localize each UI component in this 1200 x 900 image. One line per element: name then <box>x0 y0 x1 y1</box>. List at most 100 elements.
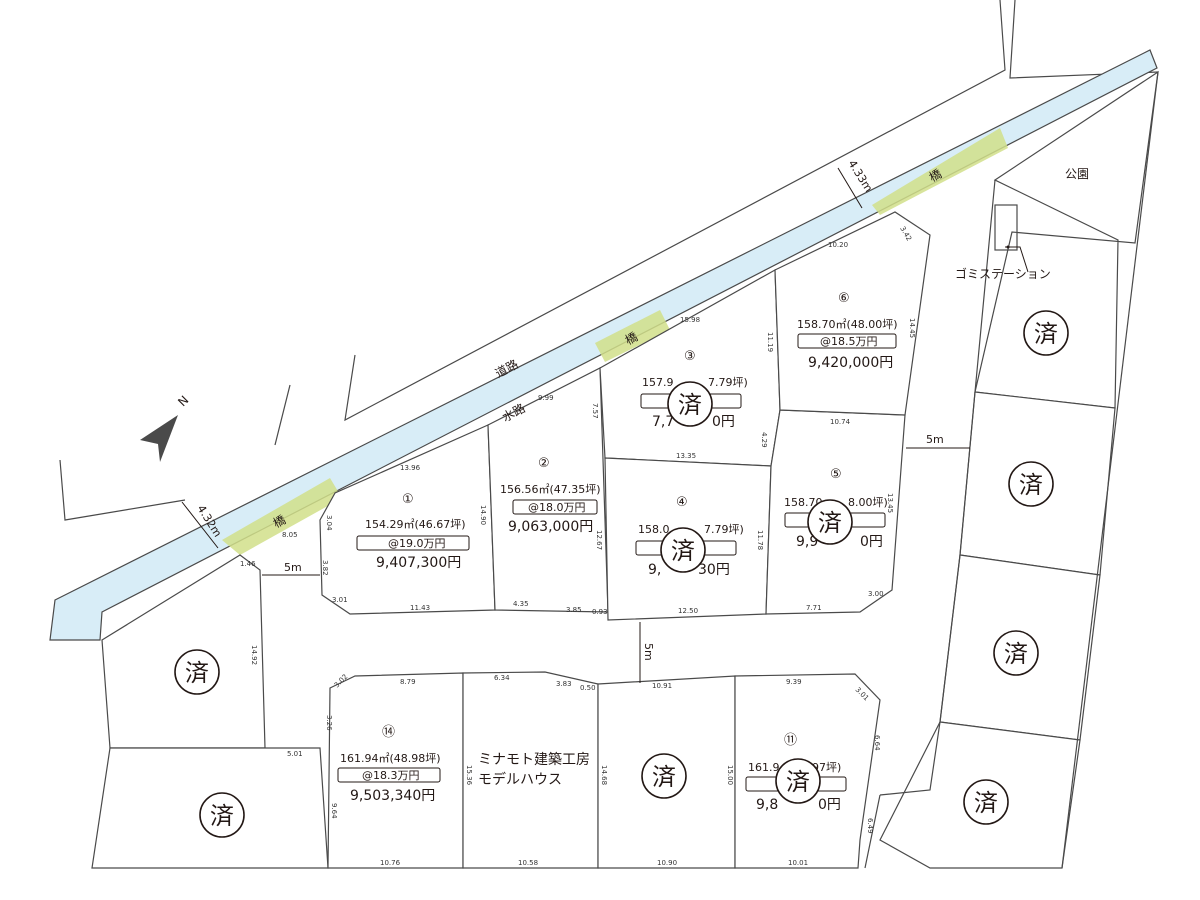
garbage-station-box <box>994 204 1018 251</box>
dimension-labels: 13.96 9.99 15.98 10.20 3.42 14.45 11.19 … <box>240 225 916 867</box>
dimension-label: 8.79 <box>400 678 416 686</box>
lot-number: ⑥ <box>838 291 850 306</box>
gap-west: 5m <box>284 561 302 574</box>
lot-number: ③ <box>684 349 696 364</box>
lot-area-tail: 7.79坪) <box>704 523 744 536</box>
dimension-label: 6.64 <box>873 735 881 751</box>
dimension-label: 12.50 <box>678 607 698 615</box>
sold-mark-icon: 済 <box>1023 310 1069 356</box>
lot-area: 158.0 <box>638 523 670 536</box>
north-arrow-icon: N <box>140 393 191 462</box>
lot-price-head: 7,7 <box>652 414 674 430</box>
lot-number: ⑤ <box>830 467 842 482</box>
dimension-label: 4.35 <box>513 600 529 608</box>
park-label: 公園 <box>1065 167 1089 181</box>
dimension-label: 0.50 <box>580 684 596 692</box>
lot-price: 9,407,300円 <box>376 555 461 571</box>
dimension-label: 5.01 <box>287 750 303 758</box>
dimension-label: 9.39 <box>786 678 802 686</box>
sold-mark-icon: 済 <box>807 499 853 545</box>
lot-1-info: ① 154.29㎡(46.67坪) @19.0万円 9,407,300円 <box>356 492 470 571</box>
lot-area: 161.9 <box>748 761 780 774</box>
lot-west-upper[interactable] <box>101 554 266 749</box>
lot-area: 158.70 <box>784 496 823 509</box>
lot-price-head: 9, <box>648 562 661 578</box>
unit-price: @18.0万円 <box>528 501 586 514</box>
dimension-label: 3.83 <box>556 680 572 688</box>
dimension-label: 15.00 <box>726 765 734 785</box>
lot-east-1[interactable] <box>974 70 1159 409</box>
unit-price-box <box>512 499 598 515</box>
svg-text:済: 済 <box>652 763 676 791</box>
dimension-label: 9.64 <box>330 803 338 819</box>
dimension-label: 15.98 <box>680 316 700 324</box>
dimension-label: 13.35 <box>676 452 696 460</box>
dimension-label: 10.91 <box>652 682 672 690</box>
lot-6-info: ⑥ 158.70㎡(48.00坪) @18.5万円 9,420,000円 <box>797 291 898 371</box>
dimension-label: 3.82 <box>321 560 329 576</box>
sold-mark-icon: 済 <box>660 527 706 573</box>
svg-text:済: 済 <box>1019 471 1043 499</box>
dimension-label: 14.90 <box>479 505 487 525</box>
lot-number: ④ <box>676 495 688 510</box>
dimension-label: 11.19 <box>766 332 774 352</box>
dimension-label: 3.26 <box>325 715 333 731</box>
garbage-station-dot <box>1006 245 1010 249</box>
sold-mark-icon: 済 <box>1008 461 1054 507</box>
lot-number: ② <box>538 456 550 471</box>
lot-area-tail: 97坪) <box>812 761 841 774</box>
lot-6[interactable] <box>774 211 931 416</box>
lot-price-tail: 0円 <box>712 414 735 430</box>
dimension-label: 10.58 <box>518 859 538 867</box>
lot-price-head: 9,9 <box>796 534 818 550</box>
lot-price: 9,503,340円 <box>350 788 435 804</box>
lots <box>91 70 1159 869</box>
dimension-label: 6.34 <box>494 674 510 682</box>
lot-price: 9,420,000円 <box>808 355 893 371</box>
bridge-label-right: 橋 <box>927 167 944 185</box>
lot-price: 9,063,000円 <box>508 519 593 535</box>
svg-text:済: 済 <box>671 537 695 565</box>
garbage-station-label: ゴミステーション <box>955 266 1051 281</box>
dimension-label: 8.05 <box>282 531 298 539</box>
sold-mark-icon: 済 <box>775 758 821 804</box>
svg-text:済: 済 <box>818 509 842 537</box>
dimension-label: 10.74 <box>830 418 851 426</box>
model-house-lot[interactable] <box>462 671 599 869</box>
dimension-label: 1.46 <box>240 560 256 568</box>
unit-price-box <box>797 333 897 349</box>
dimension-label: 10.20 <box>828 241 848 249</box>
lot-number: ⑪ <box>784 733 797 748</box>
road-width-top: 4.33m <box>845 158 875 195</box>
lot-price-head: 9,8 <box>756 797 778 813</box>
lot-area: 154.29㎡(46.67坪) <box>365 518 466 531</box>
sold-marks: 済 済 済 済 済 済 済 済 <box>174 310 1069 838</box>
sold-mark-icon: 済 <box>667 381 713 427</box>
dimension-label: 14.92 <box>250 645 258 665</box>
dimension-label: 3.85 <box>566 606 582 614</box>
unit-price: @19.0万円 <box>388 537 446 550</box>
dimension-label: 7.71 <box>806 604 822 612</box>
sold-mark-icon: 済 <box>174 649 220 695</box>
dimension-label: 10.90 <box>657 859 677 867</box>
lot-price-tail: 30円 <box>698 562 730 578</box>
dimension-label: 9.99 <box>538 394 554 402</box>
svg-text:済: 済 <box>678 391 702 419</box>
svg-text:済: 済 <box>185 659 209 687</box>
dimension-label: 3.00 <box>868 590 884 598</box>
dimension-label: 11.43 <box>410 604 430 612</box>
svg-text:N: N <box>175 393 191 409</box>
model-house-label-1: ミナモト建築工房 <box>478 752 590 768</box>
garbage-station-leader <box>1005 246 1029 273</box>
dimension-label: 3.04 <box>325 515 333 531</box>
bridge-label-left: 橋 <box>271 513 288 531</box>
dimension-label: 10.01 <box>788 859 808 867</box>
unit-price-box <box>356 535 470 551</box>
lot-2-info: ② 156.56㎡(47.35坪) @18.0万円 9,063,000円 <box>500 456 601 535</box>
svg-text:済: 済 <box>1034 320 1058 348</box>
sold-mark-icon: 済 <box>963 779 1009 825</box>
dimension-label: 15.36 <box>465 765 473 786</box>
lot-area: 157.9 <box>642 376 674 389</box>
dimension-label: 11.78 <box>756 530 764 550</box>
